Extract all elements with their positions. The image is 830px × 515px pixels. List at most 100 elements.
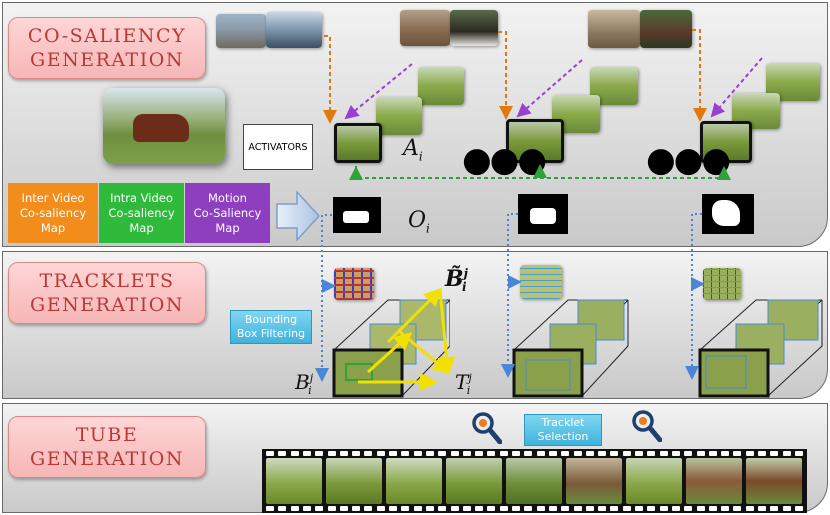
film-sprocket	[610, 506, 619, 511]
film-sprocket	[622, 506, 631, 511]
film-sprocket	[290, 451, 299, 456]
film-sprocket	[561, 451, 570, 456]
tracklet-yellow-arrows	[358, 287, 456, 391]
film-frame	[506, 458, 562, 504]
activators-box: ACTIVATORS	[243, 124, 313, 170]
film-sprocket	[487, 506, 496, 511]
motion-map: Motion Co-Saliency Map	[185, 183, 270, 243]
film-sprocket	[696, 451, 705, 456]
film-sprocket	[475, 451, 484, 456]
film-frame	[386, 458, 442, 504]
film-sprocket	[708, 451, 717, 456]
film-sprocket	[278, 451, 287, 456]
tracklet-cube-3	[698, 299, 823, 398]
film-sprocket	[794, 451, 803, 456]
film-sprocket	[758, 451, 766, 456]
tube-title: TUBE GENERATION	[8, 416, 206, 478]
film-sprocket	[376, 451, 385, 456]
film-sprocket	[266, 506, 274, 511]
film-sprocket	[512, 451, 520, 456]
film-sprocket	[794, 506, 803, 511]
inter-video-map: Inter Video Co-saliency Map	[8, 183, 98, 243]
bbox-filtering-label: Bounding Box Filtering	[230, 310, 312, 344]
stack2-frame-front	[506, 119, 564, 163]
film-sprocket	[278, 506, 287, 511]
film-frame	[626, 458, 682, 504]
film-sprocket	[462, 506, 471, 511]
cosaliency-title: CO-SALIENCY GENERATION	[8, 17, 206, 79]
film-sprocket	[389, 506, 397, 511]
film-sprocket	[573, 451, 582, 456]
film-sprocket	[635, 451, 643, 456]
film-sprocket	[352, 506, 361, 511]
film-sprocket	[536, 506, 545, 511]
film-sprocket	[487, 451, 496, 456]
film-sprocket	[450, 506, 459, 511]
film-sprocket	[721, 451, 730, 456]
film-sprocket	[561, 506, 570, 511]
tracklet-selection-label: Tracklet Selection	[524, 414, 602, 446]
video-thumb-1b	[266, 12, 322, 48]
magnifier-gear-icon	[472, 412, 502, 444]
video-thumb-1a	[216, 14, 266, 48]
stack1-frame-back	[418, 67, 464, 105]
film-sprocket	[425, 451, 434, 456]
film-sprocket	[598, 506, 607, 511]
film-sprocket	[401, 506, 410, 511]
film-frame	[566, 458, 622, 504]
film-sprocket	[708, 506, 717, 511]
film-sprocket	[745, 451, 754, 456]
film-sprocket	[450, 451, 459, 456]
film-sprocket	[512, 506, 520, 511]
film-sprocket	[339, 451, 348, 456]
magnifier-gear-icon-2	[632, 410, 662, 442]
video-thumb-3a	[588, 10, 640, 48]
film-frame	[746, 458, 802, 504]
film-frame	[686, 458, 742, 504]
film-sprocket	[758, 506, 766, 511]
mask-3	[702, 194, 754, 234]
film-sprocket	[413, 506, 422, 511]
film-sprocket	[585, 506, 594, 511]
film-sprocket	[438, 506, 447, 511]
film-sprocket	[733, 506, 742, 511]
film-sprocket	[302, 451, 311, 456]
film-sprocket	[401, 451, 410, 456]
film-frame	[266, 458, 322, 504]
film-frame	[446, 458, 502, 504]
label-B: Bji	[295, 370, 314, 397]
film-sprocket	[499, 451, 508, 456]
film-frame	[326, 458, 382, 504]
film-sprocket	[548, 451, 557, 456]
film-sprocket	[438, 451, 447, 456]
film-sprocket	[475, 506, 484, 511]
film-sprocket	[462, 451, 471, 456]
film-sprocket	[782, 451, 791, 456]
film-sprocket	[770, 451, 779, 456]
film-sprocket	[573, 506, 582, 511]
film-sprocket	[733, 451, 742, 456]
film-sprocket	[327, 451, 336, 456]
film-sprocket	[315, 451, 324, 456]
stack1-frame-front	[334, 123, 382, 163]
film-sprocket	[352, 451, 361, 456]
film-sprocket	[622, 451, 631, 456]
film-sprocket	[585, 451, 594, 456]
film-sprocket	[782, 506, 791, 511]
film-sprocket	[745, 506, 754, 511]
film-sprocket	[635, 506, 643, 511]
tracklets-title: TRACKLETS GENERATION	[8, 262, 206, 324]
label-T: Tji	[455, 370, 472, 397]
film-sprocket	[647, 451, 656, 456]
ellipsis-2: ●●●	[646, 140, 731, 180]
film-sprocket	[364, 506, 373, 511]
ellipsis-1: ●●●	[462, 140, 547, 180]
film-sprocket	[721, 506, 730, 511]
film-sprocket	[524, 506, 533, 511]
film-sprocket	[671, 451, 680, 456]
film-sprocket	[647, 506, 656, 511]
label-A-i: Ai	[403, 136, 423, 164]
film-strip	[262, 449, 807, 513]
film-sprocket	[290, 506, 299, 511]
big-arrow-icon	[276, 190, 321, 242]
